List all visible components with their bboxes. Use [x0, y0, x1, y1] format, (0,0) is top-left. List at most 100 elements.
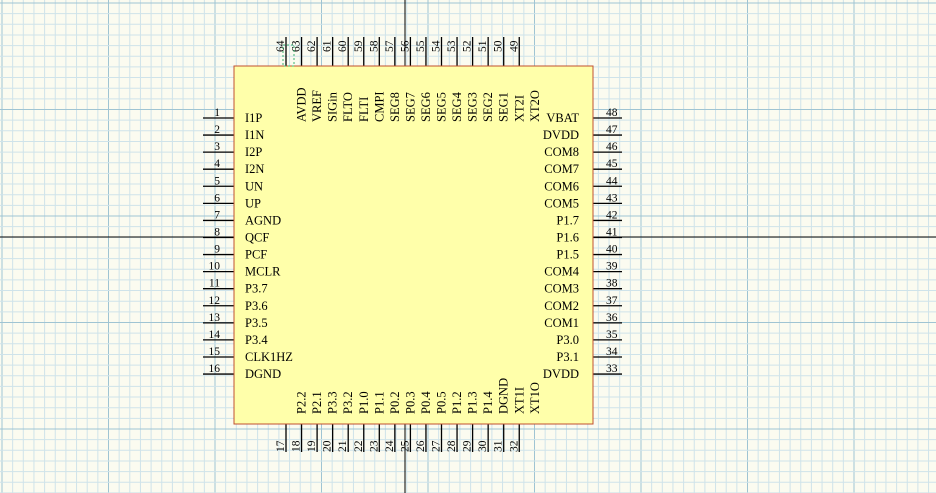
pin-label: P1.3 — [466, 391, 480, 414]
pin-number: 13 — [209, 312, 221, 324]
pin-number: 39 — [606, 261, 618, 273]
pin-label: VREF — [310, 90, 324, 122]
pin-label: FLTI — [357, 97, 371, 122]
pin-label: SEG4 — [450, 91, 464, 122]
pin-label: SEG1 — [497, 92, 511, 122]
pin-number: 19 — [306, 440, 318, 452]
pin-number: 33 — [606, 363, 618, 375]
pin-label: P3.4 — [245, 333, 268, 347]
pin-number: 41 — [606, 226, 618, 238]
pin-number: 21 — [337, 440, 349, 452]
pin-number: 1 — [214, 107, 220, 119]
pin-number: 49 — [508, 40, 520, 52]
pin-label: COM2 — [544, 299, 579, 313]
pin-label: P2.2 — [295, 391, 309, 414]
pin-label: I1N — [245, 128, 264, 142]
pin-label: QCF — [245, 230, 269, 244]
pin-label: COM8 — [544, 145, 579, 159]
pin-number: 40 — [606, 244, 618, 256]
chip-body[interactable] — [233, 65, 594, 425]
pin-number: 28 — [446, 440, 458, 452]
pin-number: 44 — [606, 175, 618, 187]
pin-label: P1.4 — [481, 391, 495, 414]
pin-label: DVDD — [543, 367, 579, 381]
pin-label: DVDD — [543, 128, 579, 142]
pin-number: 48 — [606, 107, 618, 119]
pin-label: P0.5 — [435, 391, 449, 414]
pin-label: COM6 — [544, 179, 579, 193]
pin-number: 24 — [384, 440, 396, 452]
pin-label: COM1 — [544, 316, 579, 330]
pin-number: 37 — [606, 295, 618, 307]
pin-label: MCLR — [245, 265, 281, 279]
pin-label: P1.1 — [372, 391, 386, 414]
pin-label: COM5 — [544, 196, 579, 210]
pin-label: P3.3 — [326, 391, 340, 414]
pin-label: VBAT — [546, 111, 579, 125]
pin-label: UN — [245, 179, 263, 193]
pin-number: 42 — [606, 209, 618, 221]
pin-label: SEG7 — [403, 92, 417, 122]
pin-number: 64 — [275, 40, 287, 52]
pin-label: P3.2 — [341, 391, 355, 414]
pin-number: 10 — [209, 261, 221, 273]
pin-label: I2N — [245, 162, 264, 176]
pin-number: 23 — [368, 440, 380, 452]
pin-number: 61 — [322, 40, 334, 52]
pin-number: 63 — [291, 40, 303, 52]
pin-label: COM4 — [544, 265, 579, 279]
pin-label: P0.3 — [403, 391, 417, 414]
pin-label: P0.4 — [419, 391, 433, 414]
pin-label: CLK1HZ — [245, 350, 293, 364]
pin-number: 32 — [508, 440, 520, 452]
pin-number: 16 — [209, 363, 221, 375]
pin-number: 31 — [493, 440, 505, 452]
pin-label: XT1I — [512, 387, 526, 414]
pin-number: 14 — [209, 329, 221, 341]
pin-label: I2P — [245, 145, 262, 159]
pin-number: 59 — [353, 40, 365, 52]
pin-label: I1P — [245, 111, 262, 125]
pin-label: FLTO — [341, 92, 355, 122]
pin-number: 46 — [606, 141, 618, 153]
pin-number: 45 — [606, 158, 618, 170]
pin-number: 5 — [214, 175, 220, 187]
pin-number: 53 — [446, 40, 458, 52]
pin-label: UP — [245, 196, 261, 210]
pin-number: 34 — [606, 346, 618, 358]
pin-number: 43 — [606, 192, 618, 204]
pin-label: COM3 — [544, 282, 579, 296]
pin-number: 27 — [431, 440, 443, 452]
pin-number: 2 — [214, 124, 220, 136]
pin-label: SEG6 — [419, 92, 433, 122]
pin-label: P0.2 — [388, 391, 402, 414]
pin-number: 50 — [493, 40, 505, 52]
pin-number: 36 — [606, 312, 618, 324]
pin-label: SEG2 — [481, 92, 495, 122]
pin-number: 58 — [368, 40, 380, 52]
pin-number: 7 — [214, 209, 220, 221]
pin-label: XT2O — [528, 90, 542, 122]
pin-label: P1.0 — [357, 391, 371, 414]
pin-label: P3.6 — [245, 299, 268, 313]
pin-label: SIGin — [326, 91, 340, 122]
pin-number: 35 — [606, 329, 618, 341]
pin-label: AVDD — [295, 88, 309, 123]
pin-label: P1.7 — [556, 213, 579, 227]
pin-number: 3 — [214, 141, 220, 153]
pin-label: XT1O — [528, 382, 542, 414]
pin-number: 9 — [214, 244, 220, 256]
pin-number: 38 — [606, 278, 618, 290]
pin-number: 8 — [214, 226, 220, 238]
pin-number: 11 — [209, 278, 220, 290]
pin-number: 54 — [431, 40, 443, 52]
pin-label: P1.2 — [450, 391, 464, 414]
pin-number: 52 — [462, 40, 474, 52]
pin-label: DGND — [497, 378, 511, 414]
pin-number: 29 — [462, 440, 474, 452]
pin-number: 20 — [322, 440, 334, 452]
pin-number: 55 — [415, 40, 427, 52]
pin-label: CMPI — [372, 91, 386, 122]
